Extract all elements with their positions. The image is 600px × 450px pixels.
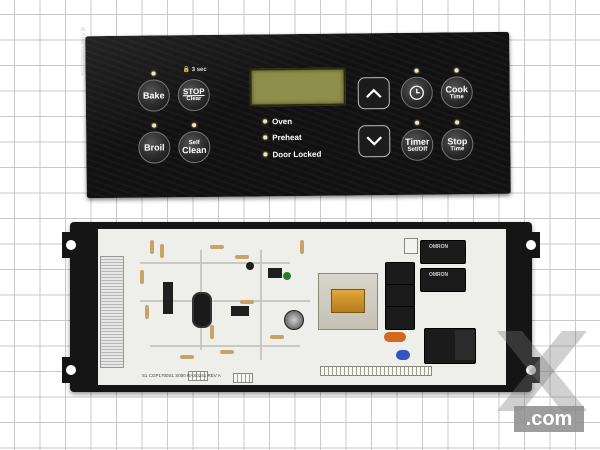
inductor <box>192 292 212 328</box>
resistor <box>150 240 154 254</box>
pcb-trace <box>140 300 310 302</box>
resistor <box>300 240 304 254</box>
resistor <box>145 305 149 319</box>
resistor <box>140 270 144 284</box>
door-locked-led <box>263 152 268 157</box>
relay-brand: OMRON <box>429 244 449 250</box>
relay <box>385 284 415 308</box>
electrolytic-capacitor <box>284 310 304 330</box>
pcb-trace <box>140 262 290 264</box>
bake-indicator-led <box>151 71 156 76</box>
door-locked-label: Door Locked <box>272 149 322 160</box>
omron-relay: OMRON <box>420 240 466 264</box>
status-preheat: Preheat <box>263 132 302 143</box>
transformer-coil <box>331 289 365 313</box>
stop-time-button[interactable]: Stop Time <box>441 128 474 161</box>
stop-clear-button[interactable]: STOP Clear <box>177 78 210 112</box>
preheat-led <box>263 135 268 140</box>
clock-button[interactable] <box>400 76 433 109</box>
lcd-display <box>249 67 346 107</box>
broil-label: Broil <box>144 141 165 153</box>
time-label: Time <box>449 93 464 100</box>
self-clean-indicator-led <box>192 123 197 128</box>
mount-tab-right-top <box>522 232 540 258</box>
self-clean-button[interactable]: Self Clean <box>178 130 211 164</box>
lock-hint: 🔒 3 sec <box>182 66 206 73</box>
broil-indicator-led <box>152 123 157 128</box>
mount-tab-right-bottom <box>522 357 540 383</box>
clock-icon <box>409 85 424 100</box>
oven-led <box>263 119 268 124</box>
timer-indicator-led <box>415 120 420 125</box>
ic-chip <box>231 306 249 316</box>
disc-capacitor <box>396 350 410 360</box>
relay-mount <box>455 330 475 360</box>
header-connector <box>233 373 253 383</box>
bake-button[interactable]: Bake <box>137 79 170 112</box>
status-oven: Oven <box>263 117 293 127</box>
ic-chip <box>246 262 254 270</box>
oven-label: Oven <box>272 117 293 127</box>
status-door-locked: Door Locked <box>263 149 322 160</box>
lock-hint-label: 3 sec <box>191 66 207 74</box>
cook-time-button[interactable]: Cook Time <box>440 76 473 109</box>
mount-tab-left-top <box>62 232 80 258</box>
stop-time-sub-label: Time <box>450 145 465 152</box>
part-number-label: 316220601 REV.B <box>81 27 88 77</box>
mount-tab-left-bottom <box>62 357 80 383</box>
broil-button[interactable]: Broil <box>138 131 171 164</box>
cook-time-indicator-led <box>454 68 459 73</box>
down-arrow-button[interactable] <box>358 125 391 158</box>
stop-time-label: Stop <box>447 135 468 146</box>
terminal-block <box>404 238 418 254</box>
clean-label: Clean <box>182 144 207 155</box>
clear-label: Clear <box>186 96 202 103</box>
resistor <box>160 244 164 258</box>
set-off-label: Set/Off <box>407 146 428 153</box>
ribbon-connector <box>100 256 124 368</box>
varistor <box>384 332 406 342</box>
ic-chip <box>163 282 173 314</box>
resistor <box>235 255 249 259</box>
board-code-label: S1 CGP1700S1 S000 RAS0241 REV A <box>142 373 221 378</box>
lock-icon: 🔒 <box>182 67 191 74</box>
up-arrow-button[interactable] <box>357 77 390 110</box>
capacitor <box>283 272 291 280</box>
preheat-label: Preheat <box>272 132 302 143</box>
resistor <box>270 335 284 339</box>
chevron-down-icon <box>366 136 383 146</box>
omron-relay: OMRON <box>420 268 466 292</box>
pcb-trace <box>260 250 262 360</box>
pcb-trace <box>150 345 300 347</box>
resistor <box>220 350 234 354</box>
header-connector <box>320 366 432 376</box>
bake-label: Bake <box>142 89 165 101</box>
relay <box>385 262 415 286</box>
stop-label: STOP <box>182 86 205 97</box>
resistor <box>210 325 214 339</box>
cook-label: Cook <box>445 83 469 94</box>
resistor <box>210 245 224 249</box>
clock-indicator-led <box>414 68 419 73</box>
watermark-domain: .com <box>514 406 584 432</box>
header-connector <box>188 371 208 381</box>
control-panel-overlay: 316220601 REV.B Bake 🔒 3 sec STOP Clear … <box>81 27 511 199</box>
resistor <box>180 355 194 359</box>
stop-time-indicator-led <box>455 120 460 125</box>
chevron-up-icon <box>366 88 382 99</box>
resistor <box>240 300 254 304</box>
relay-brand: OMRON <box>429 272 449 278</box>
timer-set-off-button[interactable]: Timer Set/Off <box>401 128 434 161</box>
timer-label: Timer <box>405 136 430 147</box>
x-logo-icon <box>497 331 587 411</box>
relay <box>385 306 415 330</box>
ic-chip <box>268 268 282 278</box>
